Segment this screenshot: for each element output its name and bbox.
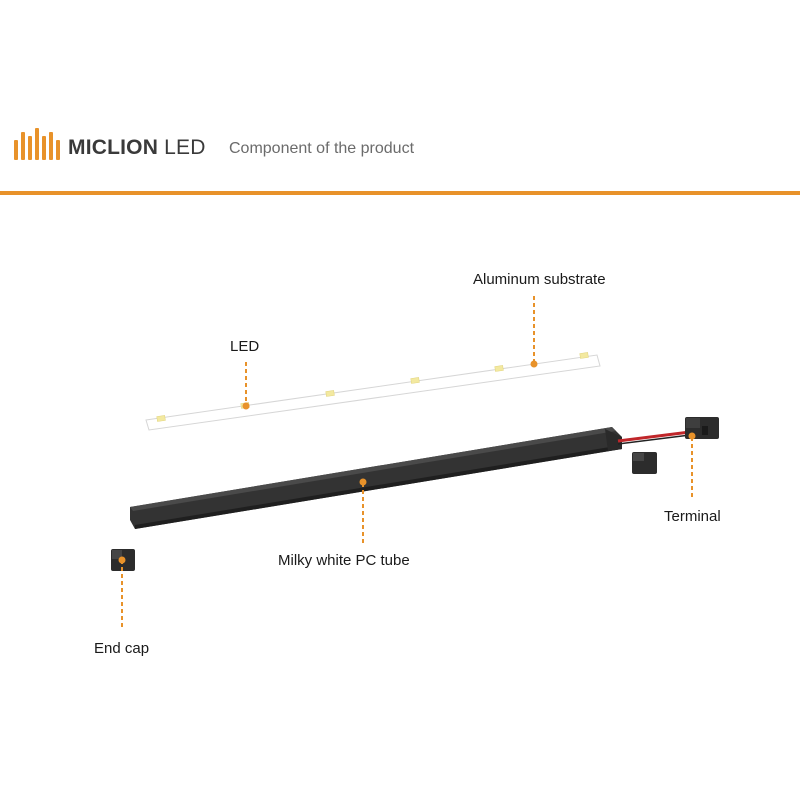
label-aluminum-substrate: Aluminum substrate	[473, 271, 606, 288]
label-terminal: Terminal	[664, 508, 721, 525]
brand-logo-text: MICLION LED	[68, 136, 206, 160]
led-chip	[325, 390, 335, 397]
led-chip	[579, 352, 589, 359]
header-divider	[0, 191, 800, 195]
brand-name: MICLION	[68, 136, 159, 159]
label-led: LED	[230, 338, 260, 355]
led-chip	[494, 365, 504, 372]
label-pc-tube: Milky white PC tube	[278, 552, 410, 569]
terminal-wire	[617, 430, 691, 445]
logo-bars-icon	[14, 128, 60, 160]
leader-dots	[118, 360, 696, 564]
leader-lines	[121, 296, 693, 628]
led-chip	[410, 377, 420, 384]
led-chip	[156, 415, 166, 422]
pc-tube	[130, 427, 622, 529]
header: MICLION LED Component of the product	[0, 0, 800, 200]
terminal-cap	[632, 452, 657, 474]
page-subtitle: Component of the product	[229, 140, 415, 157]
label-end-cap: End cap	[94, 640, 150, 657]
brand-suffix: LED	[164, 136, 206, 159]
